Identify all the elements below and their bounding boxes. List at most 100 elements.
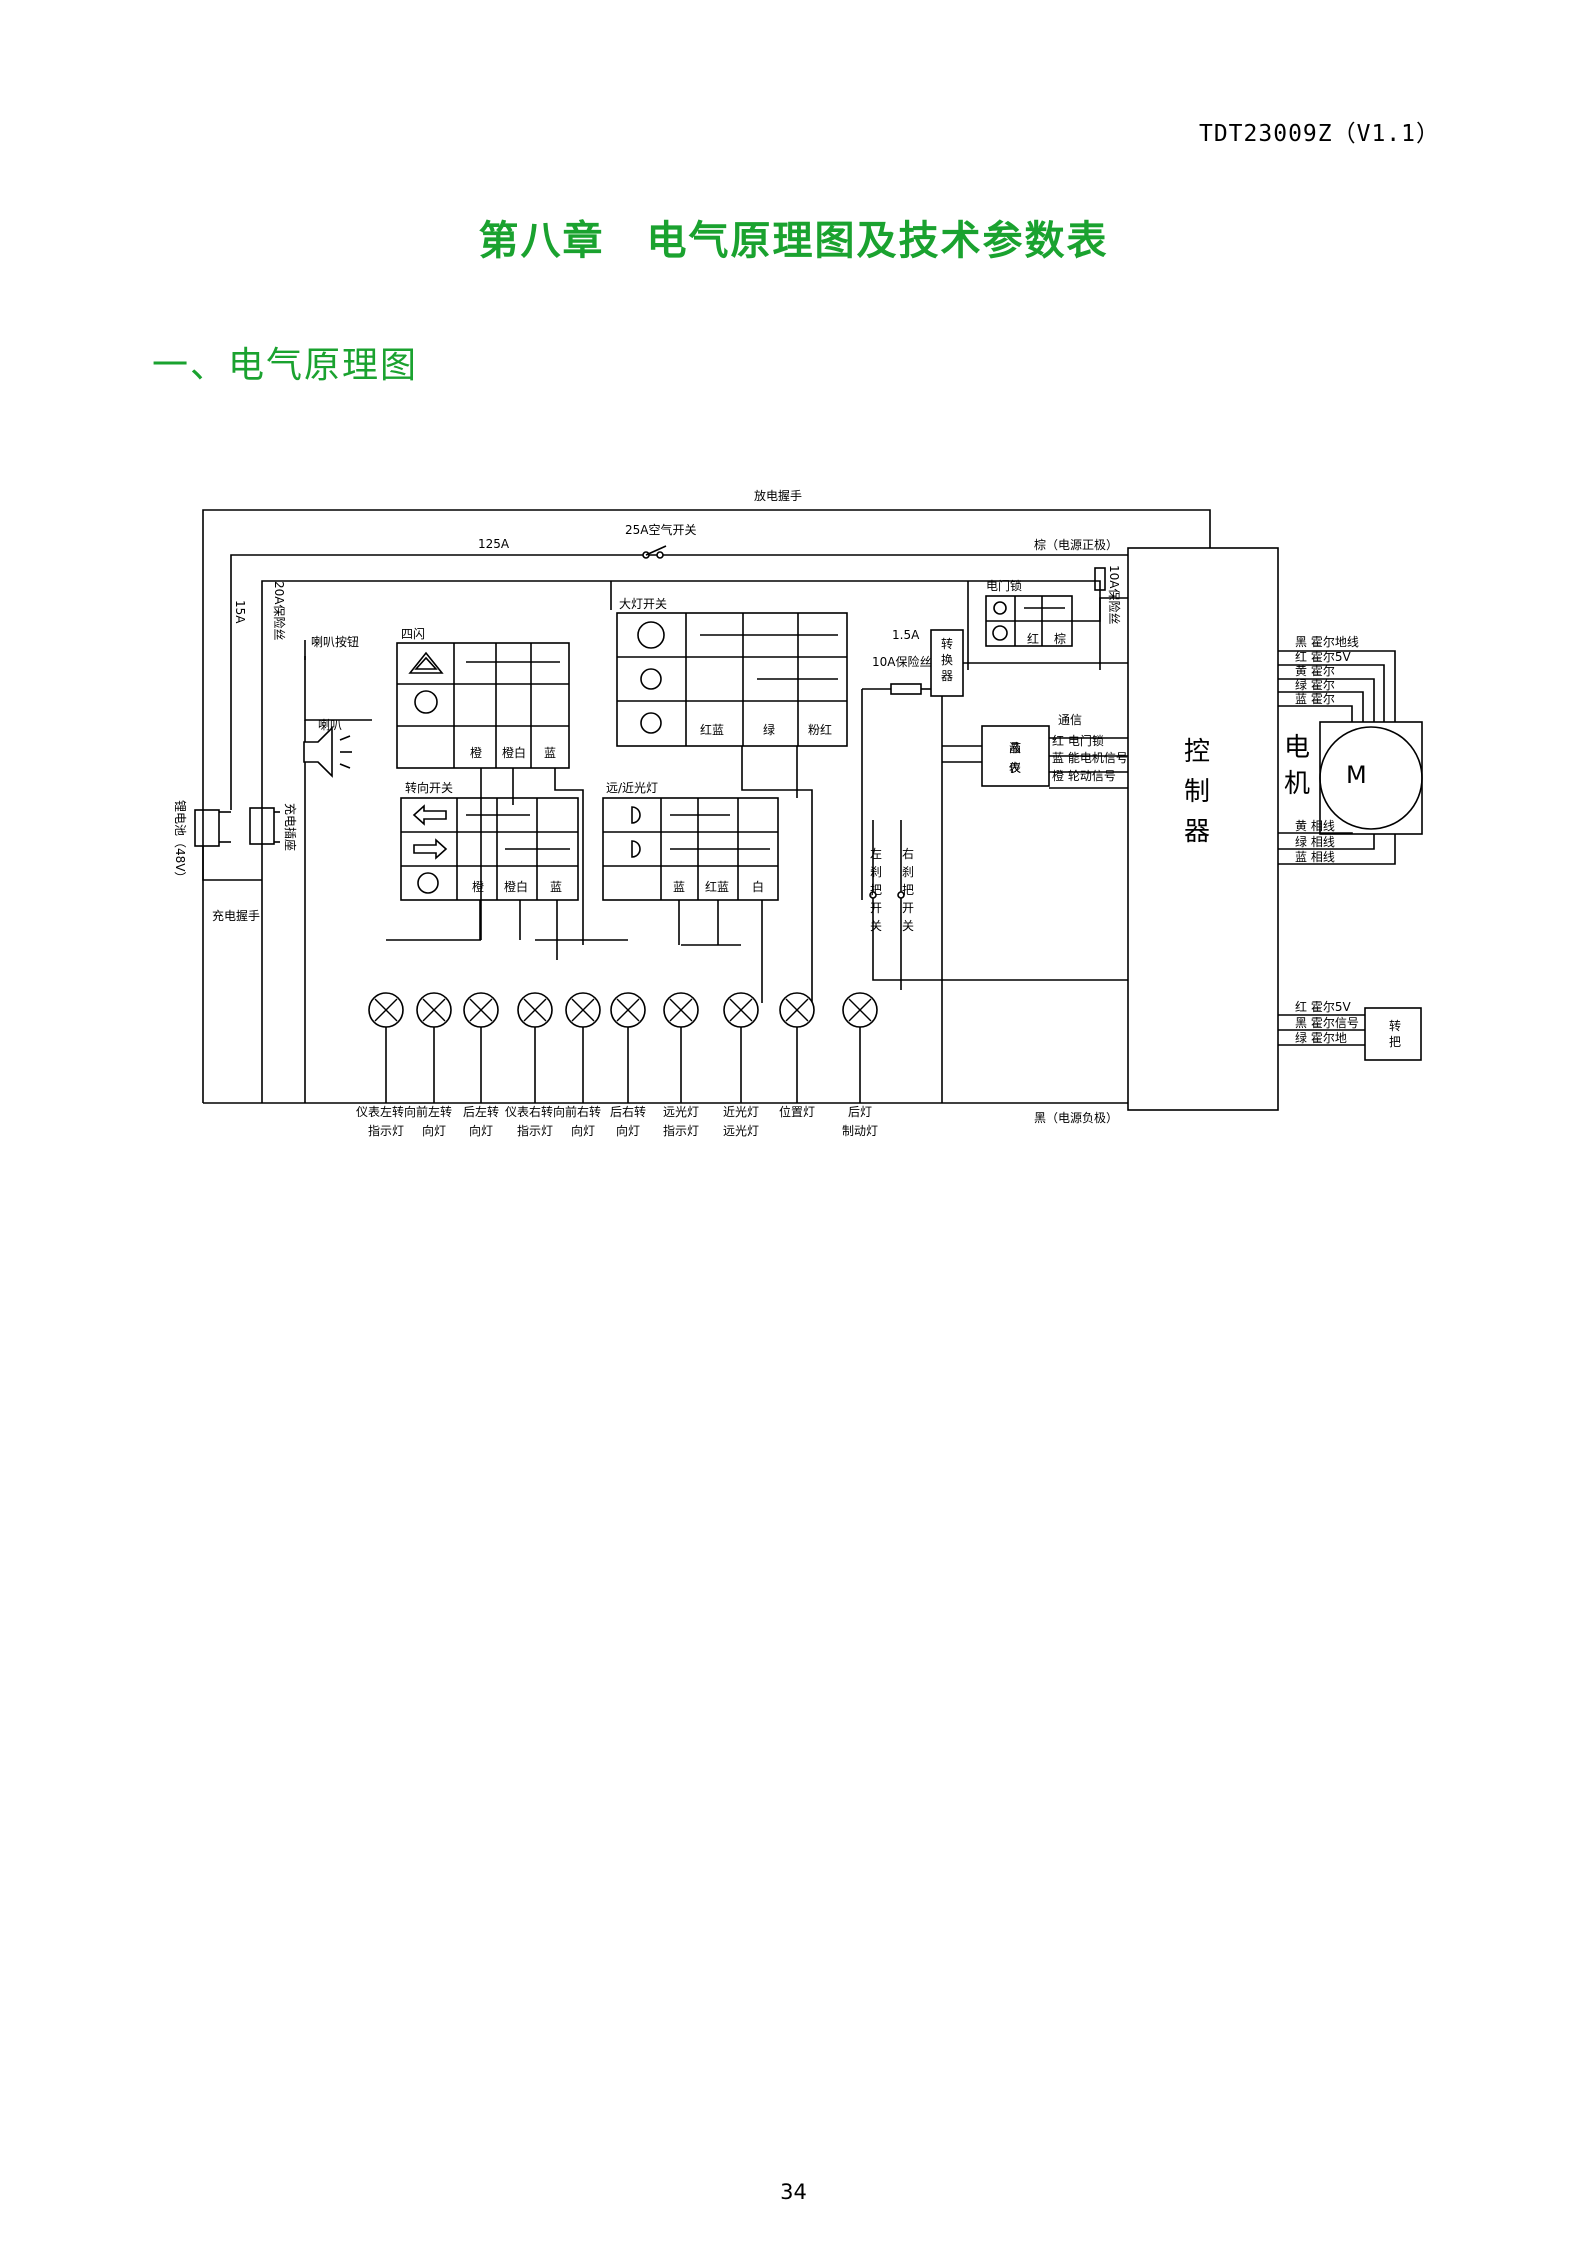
beam-wire-blue: 蓝 [673,880,685,894]
hall-wire-2: 黄 霍尔 [1295,663,1335,678]
throttle-wire-0: 红 霍尔5V [1295,999,1351,1014]
lamp-label: 近光灯 [723,1105,759,1119]
beam-switch-title: 远/近光灯 [606,781,658,795]
brown-positive-label: 棕（电源正极） [1034,537,1118,552]
lamp-label: 后左转 [463,1104,499,1119]
air-switch-label: 25A空气开关 [625,522,696,537]
horn-label: 喇叭 [318,717,342,732]
fuse-10a-label: 10A保险丝 [872,654,931,669]
fuse-10a-vertical-label: 10A保险丝 [1107,565,1122,624]
svg-text:仪表: 仪表 [1009,761,1021,775]
chapter-title: 第八章 电气原理图及技术参数表 [478,218,1109,264]
current-1-5a-label: 1.5A [892,628,920,642]
beam-wire-white: 白 [752,879,764,894]
turn-wire-orange: 橙 [472,879,484,894]
lcd-label-1: 液晶 [1009,740,1021,755]
converter-label: 转换器 [941,636,953,683]
lamp-label: 前右转 [565,1104,601,1119]
hall-wire-0: 黑 霍尔地线 [1295,634,1359,649]
door-lock-wire-brown: 棕 [1054,631,1066,646]
lcd-wire-0: 红 电门锁 [1052,733,1104,748]
hall-wire-4: 蓝 霍尔 [1295,691,1335,706]
svg-text:控制器: 控制器 [1184,737,1210,847]
lamp-label: 向灯 [469,1123,493,1138]
hazard-wire-orange: 橙 [470,745,482,760]
lamp-label: 向灯 [422,1123,446,1138]
lamp-group: 仪表左转向指示灯前左转向灯后左转向灯仪表右转向指示灯前右转向灯后右转向灯远光灯指… [356,992,878,1138]
hall-wire-3: 绿 霍尔 [1295,677,1335,692]
throttle-label: 转把 [1389,1018,1401,1049]
motor-symbol: M [1346,761,1367,789]
lamp-label: 向灯 [616,1123,640,1138]
handshake-wire-label: 放电握手 [754,488,802,503]
hazard-switch-title: 四闪 [401,627,425,641]
lamp-label: 指示灯 [517,1123,553,1138]
hazard-wire-blue: 蓝 [544,746,556,760]
hall-wire-1: 红 霍尔5V [1295,649,1351,664]
throttle-wire-2: 绿 霍尔地 [1295,1030,1347,1045]
charge-handshake-label: 充电握手 [212,908,260,923]
lamp-label: 前左转 [416,1104,452,1119]
controller-label: 控制器 [1184,737,1210,847]
turn-wire-blue: 蓝 [550,880,562,894]
phase-wire-2: 蓝 相线 [1295,850,1335,864]
lamp-label: 仪表右转向 [505,1104,565,1119]
lamp-label: 仪表左转向 [356,1104,416,1119]
current-15a-label: 15A [233,600,247,624]
svg-text:液晶: 液晶 [1009,740,1021,755]
headlight-switch-title: 大灯开关 [619,597,667,611]
headlight-wire-red-blue: 红蓝 [700,722,724,737]
lamp-label: 后右转 [610,1104,646,1119]
electrical-schematic: 仪表左转向指示灯前左转向灯后左转向灯仪表右转向指示灯前右转向灯后右转向灯远光灯指… [173,488,1423,1138]
lamp: 位置灯 [779,992,815,1119]
horn-button-label: 喇叭按钮 [311,634,359,649]
door-lock-wire-red: 红 [1027,631,1039,646]
turn-switch-title: 转向开关 [405,780,453,795]
beam-wire-red-blue: 红蓝 [705,879,729,894]
lamp-label: 位置灯 [779,1104,815,1119]
svg-text:转换器: 转换器 [941,636,953,683]
left-brake-switch-label: 左刹把开关 [870,846,882,933]
svg-text:左刹把开关: 左刹把开关 [870,846,882,933]
charge-socket-label: 充电插座 [283,803,298,851]
throttle-wire-1: 黑 霍尔信号 [1295,1015,1359,1030]
motor-label: 电机 [1284,733,1310,799]
battery-label: 锂电池（48V） [173,800,188,883]
svg-text:电机: 电机 [1284,733,1310,799]
lamp-label: 后灯 [848,1105,872,1119]
comm-label: 通信 [1058,713,1082,727]
svg-text:右刹把开关: 右刹把开关 [902,846,914,933]
lamp-label: 远光灯 [663,1105,699,1119]
document-id: TDT23009Z（V1.1） [1198,121,1440,147]
black-negative-label: 黑（电源负极） [1034,1111,1118,1125]
section-title: 一、电气原理图 [152,345,419,386]
page-number: 34 [780,2180,807,2204]
lcd-wire-1: 蓝 能电机信号 [1052,751,1128,765]
right-brake-switch-label: 右刹把开关 [902,846,914,933]
door-lock-title: 电门锁 [986,578,1022,593]
headlight-wire-green: 绿 [763,722,775,737]
turn-wire-orange-white: 橙白 [504,879,528,894]
phase-wire-1: 绿 相线 [1295,834,1335,849]
hazard-wire-orange-white: 橙白 [502,745,526,760]
lamp-label: 制动灯 [842,1124,878,1138]
headlight-wire-pink: 粉红 [808,722,832,737]
lamp-label: 指示灯 [368,1123,404,1138]
lamp-label: 向灯 [571,1123,595,1138]
fuse-20a-label: 20A保险丝 [272,581,287,640]
phase-wire-0: 黄 相线 [1295,819,1335,833]
lcd-wire-2: 橙 轮动信号 [1052,768,1116,783]
lamp-label: 远光灯 [723,1124,759,1138]
svg-text:转把: 转把 [1389,1018,1401,1049]
current-25a-label: 125A [478,537,510,551]
lamp-label: 指示灯 [663,1123,699,1138]
